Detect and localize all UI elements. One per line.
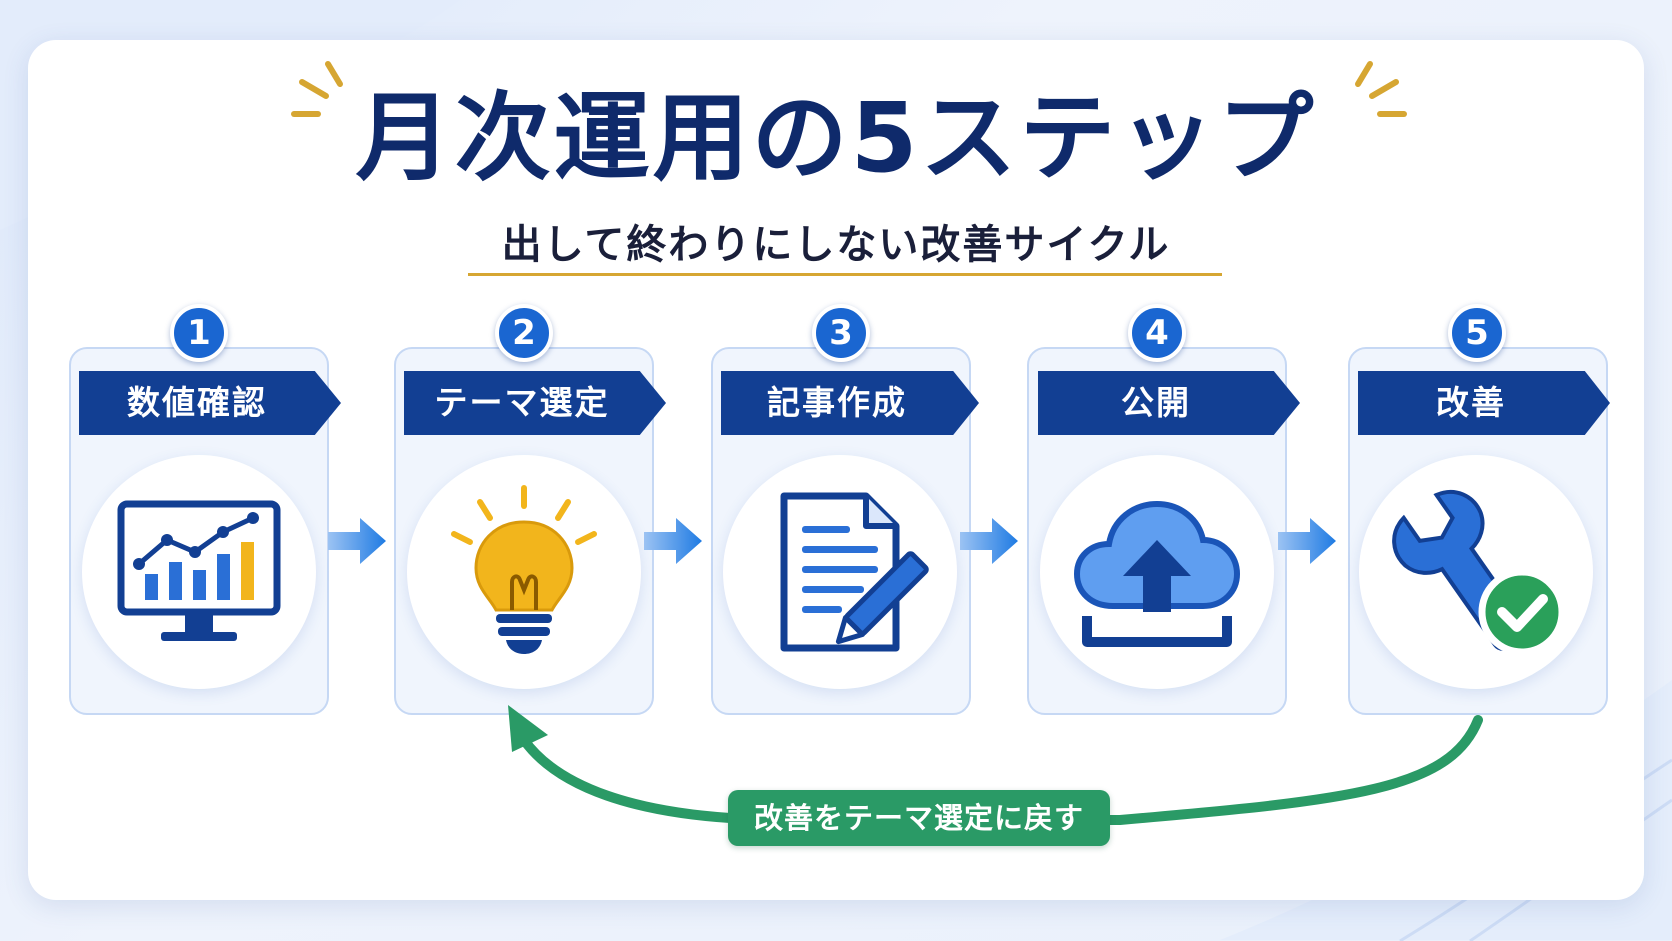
cloud-upload-icon bbox=[1073, 500, 1241, 647]
step-number-3: 3 bbox=[812, 304, 870, 362]
flow-arrow-4-icon bbox=[1278, 518, 1336, 564]
subtitle-underline bbox=[468, 273, 1222, 276]
lightbulb-icon bbox=[451, 485, 597, 654]
step-label-3: 記事作成 bbox=[721, 371, 979, 435]
step-number-4: 4 bbox=[1128, 304, 1186, 362]
step-number-2: 2 bbox=[495, 304, 553, 362]
page-subtitle: 出して終わりにしない改善サイクル bbox=[501, 222, 1171, 268]
document-pen-icon bbox=[780, 492, 929, 652]
loop-label: 改善をテーマ選定に戻す bbox=[728, 790, 1110, 846]
step-icon-circle-5 bbox=[1359, 455, 1593, 689]
step-label-2: テーマ選定 bbox=[404, 371, 666, 435]
right-sparkle-icon bbox=[1355, 61, 1407, 117]
flow-arrow-2-icon bbox=[644, 518, 702, 564]
flow-arrow-1-icon bbox=[328, 518, 386, 564]
analytics-monitor-icon bbox=[117, 500, 281, 641]
step-number-5: 5 bbox=[1448, 304, 1506, 362]
loop-arrowhead-icon bbox=[508, 705, 548, 752]
wrench-check-icon bbox=[1392, 489, 1566, 656]
step-icon-circle-4 bbox=[1040, 455, 1274, 689]
page-title: 月次運用の5ステップ bbox=[355, 82, 1317, 194]
left-sparkle-icon bbox=[291, 61, 343, 117]
flow-arrow-3-icon bbox=[960, 518, 1018, 564]
step-icon-circle-2 bbox=[407, 455, 641, 689]
step-label-4: 公開 bbox=[1038, 371, 1300, 435]
step-number-1: 1 bbox=[170, 304, 228, 362]
step-icon-circle-1 bbox=[82, 455, 316, 689]
step-icon-circle-3 bbox=[723, 455, 957, 689]
step-label-1: 数値確認 bbox=[79, 371, 341, 435]
step-label-5: 改善 bbox=[1358, 371, 1610, 435]
